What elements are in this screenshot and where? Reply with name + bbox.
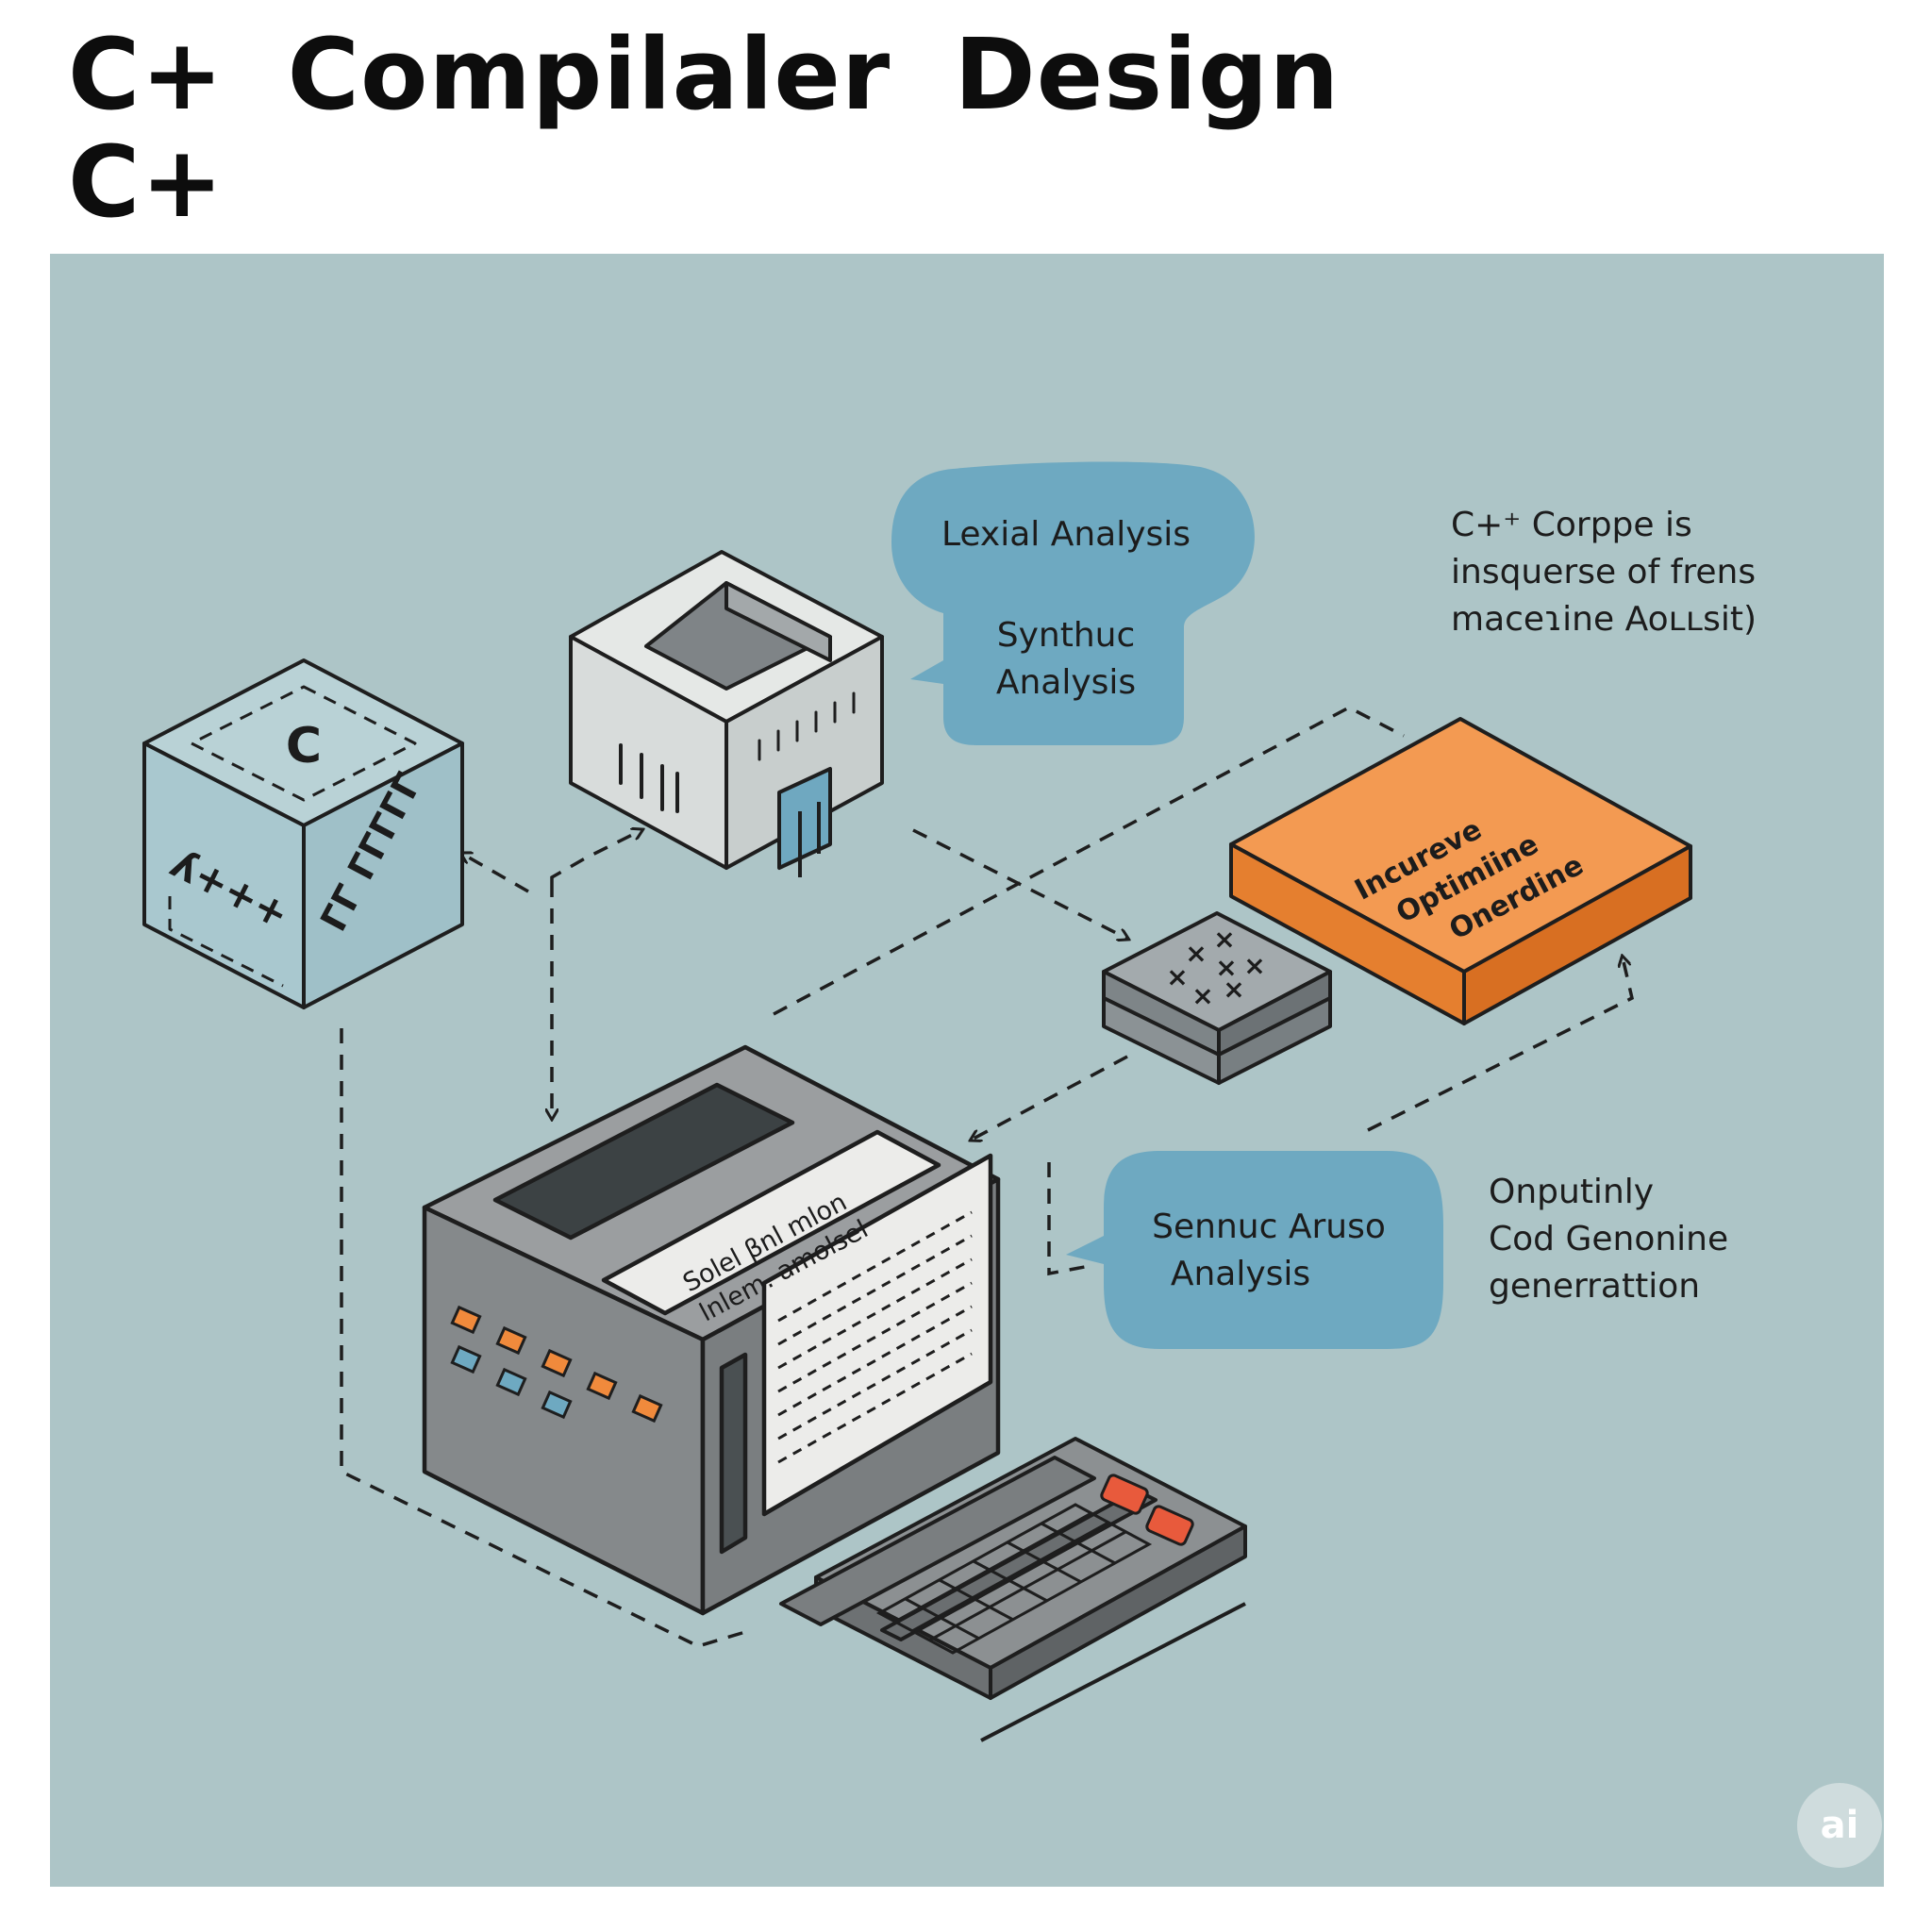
lexical-bubble-line-3: Analysis xyxy=(996,663,1136,702)
lexical-analysis-bubble xyxy=(891,461,1255,745)
semantic-analysis-bubble xyxy=(1066,1151,1443,1349)
semantic-bubble-line-1: Sennuc Aruso xyxy=(1152,1208,1386,1246)
svg-text:×: × xyxy=(1213,924,1235,955)
semantic-bubble-line-2: Analysis xyxy=(1171,1255,1310,1293)
ai-watermark-badge: ai xyxy=(1797,1783,1882,1868)
dashed-connectors xyxy=(340,706,1635,1648)
compiler-machine xyxy=(422,1044,1001,1616)
note-top-right-line-2: insquerse of frens xyxy=(1451,553,1756,591)
note-bottom-right-line-1: Onputinly xyxy=(1489,1173,1654,1211)
base-line xyxy=(980,1602,1246,1742)
svg-text:×: × xyxy=(1215,952,1237,983)
lexical-bubble-line-1: Lexial Analysis xyxy=(941,515,1191,554)
connector-semantic-stub xyxy=(1047,1162,1091,1276)
note-bottom-right-line-2: Cod Genonine xyxy=(1489,1220,1728,1258)
keyboard-keys xyxy=(875,1503,1153,1655)
optimizer-block xyxy=(1229,717,1692,1025)
machine-indicator-lights xyxy=(450,1305,663,1424)
cpp-source-cube xyxy=(142,658,464,1009)
title-line-2: C+ xyxy=(68,125,225,241)
svg-text:×: × xyxy=(1223,974,1244,1005)
connector-hub-to-cube xyxy=(462,854,529,893)
machine-screen-lines xyxy=(777,1210,973,1464)
note-bottom-right-line-3: generrattion xyxy=(1489,1267,1700,1306)
connector-cube-down xyxy=(340,1028,746,1648)
svg-text:×: × xyxy=(1166,961,1188,992)
connector-hub-to-printer xyxy=(550,830,641,882)
connector-orange-return xyxy=(1367,958,1635,1132)
note-top-right-line-1: C+⁺ Corppe is xyxy=(1451,506,1692,544)
page-title: C+ Compilaler Design C+ xyxy=(68,21,1340,237)
keyboard-red-keys xyxy=(1100,1474,1194,1546)
connector-chip-to-machine xyxy=(972,1055,1128,1140)
title-line-1: C+ Compilaler Design xyxy=(68,17,1341,132)
svg-text:×: × xyxy=(1191,980,1213,1011)
svg-text:×: × xyxy=(1185,938,1207,969)
chip-glyphs: × × × × × × × xyxy=(1166,924,1265,1011)
lexical-bubble-line-2: Synthuc xyxy=(997,616,1136,655)
note-top-right-line-3: maceɿine Aoʟʟsit) xyxy=(1451,600,1757,639)
lexer-box xyxy=(569,550,884,877)
svg-text:×: × xyxy=(1243,950,1265,981)
cube-top-glyph: C xyxy=(286,718,322,774)
connector-long-diagonal xyxy=(773,706,1405,1016)
intermediate-chip xyxy=(1102,911,1332,1085)
